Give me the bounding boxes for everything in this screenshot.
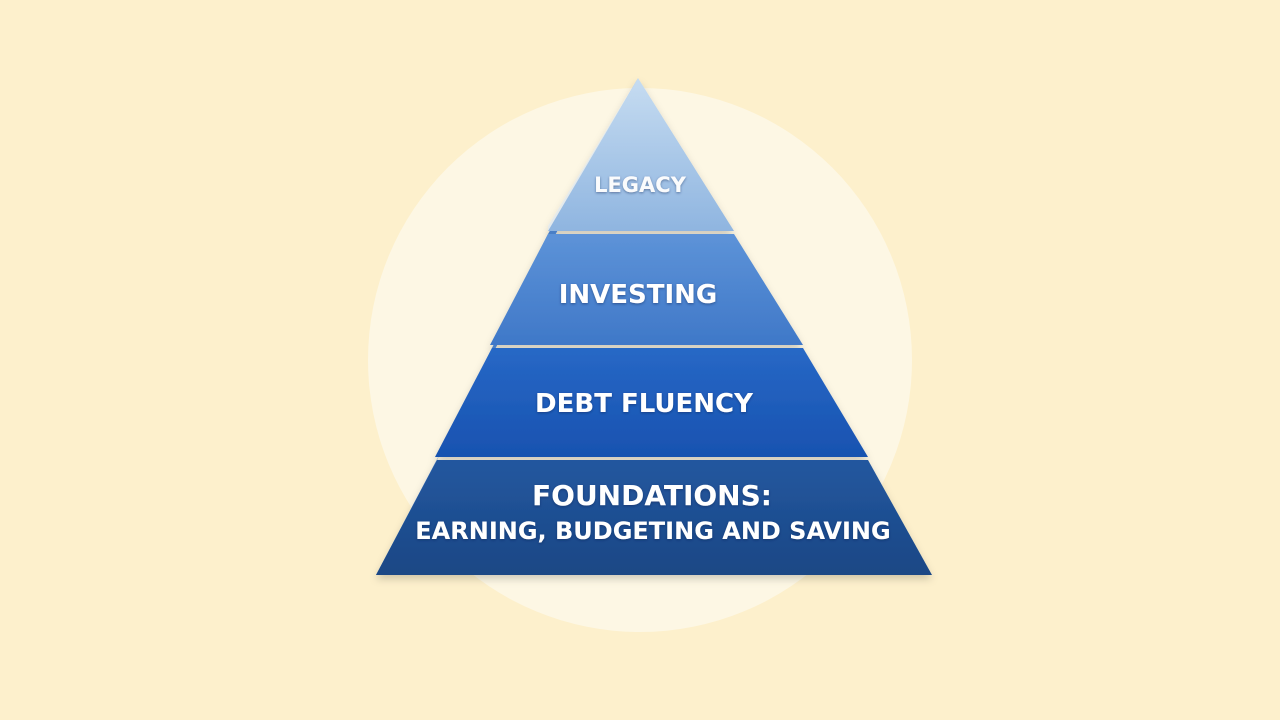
level-foundations-sublabel: EARNING, BUDGETING AND SAVING [415,517,890,545]
pyramid-left-highlight [548,78,638,231]
level-foundations-face [376,460,932,575]
level-legacy-face [548,78,734,231]
level-foundations-label: FOUNDATIONS: [532,479,772,512]
level-investing-face [490,234,803,345]
level-debt-label: DEBT FLUENCY [535,389,754,419]
level-investing-label: INVESTING [559,280,718,310]
level-debt-face [435,348,868,457]
level-legacy-label: LEGACY [594,173,687,197]
